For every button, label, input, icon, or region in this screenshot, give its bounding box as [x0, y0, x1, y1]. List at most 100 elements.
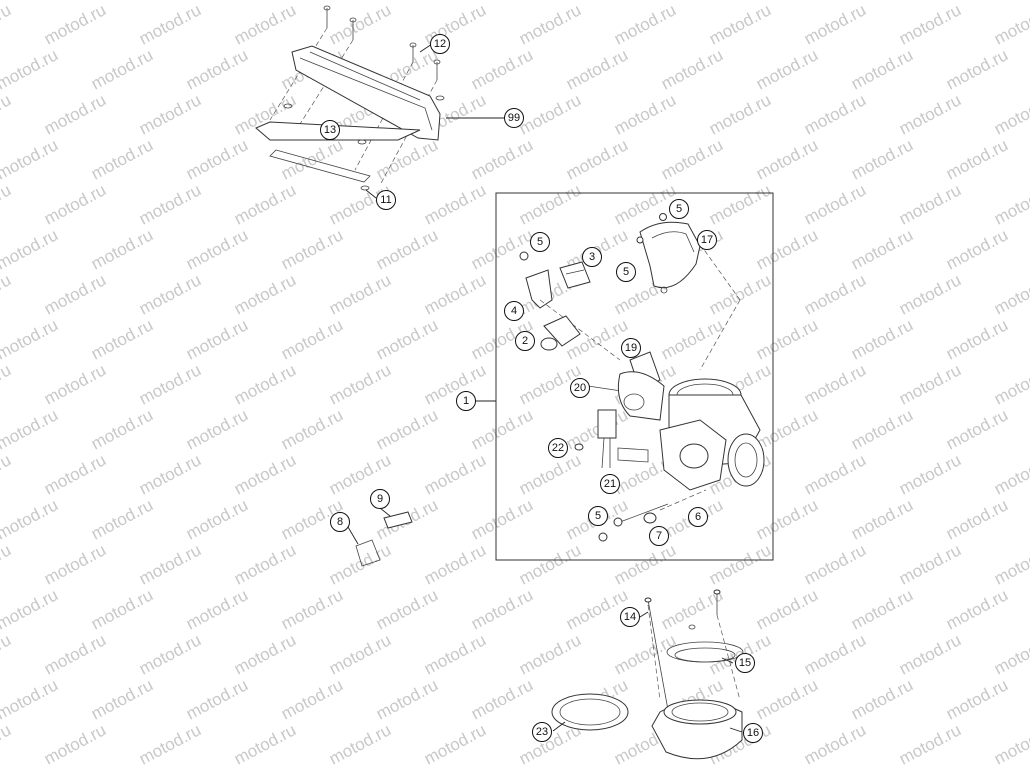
small-clip-parts — [347, 507, 413, 567]
watermark-text: motod.ru — [611, 540, 679, 588]
watermark-text: motod.ru — [658, 45, 726, 93]
watermark-text: motod.ru — [183, 315, 251, 363]
svg-text:23: 23 — [536, 726, 548, 738]
callout-8: 8 — [330, 512, 350, 532]
watermark-text: motod.ru — [326, 630, 394, 678]
watermark-text: motod.ru — [848, 495, 916, 543]
callout-5d: 5 — [588, 506, 608, 526]
watermark-text: motod.ru — [183, 45, 251, 93]
callout-6: 6 — [688, 507, 708, 527]
watermark-text: motod.ru — [468, 495, 536, 543]
watermark-text: motod.ru — [373, 315, 441, 363]
callout-15: 15 — [735, 653, 755, 673]
callout-9: 9 — [370, 489, 390, 509]
watermark-text: motod.ru — [991, 0, 1030, 48]
watermark-text: motod.ru — [41, 360, 109, 408]
watermark-text: motod.ru — [611, 0, 679, 48]
watermark-text: motod.ru — [611, 180, 679, 228]
watermark-text: motod.ru — [706, 90, 774, 138]
callout-2: 2 — [515, 331, 535, 351]
watermark-text: motod.ru — [88, 225, 156, 273]
watermark-text: motod.ru — [896, 360, 964, 408]
watermark-text: motod.ru — [278, 225, 346, 273]
watermark-text: motod.ru — [943, 45, 1011, 93]
watermark-text: motod.ru — [41, 0, 109, 48]
watermark-text: motod.ru — [0, 135, 61, 183]
watermark-text: motod.ru — [801, 90, 869, 138]
watermark-text: motod.ru — [896, 180, 964, 228]
callout-5b: 5 — [669, 199, 689, 219]
watermark-text: motod.ru — [0, 315, 61, 363]
watermark-text: motod.ru — [88, 405, 156, 453]
watermark-text: motod.ru — [943, 225, 1011, 273]
watermark-text: motod.ru — [278, 675, 346, 723]
watermark-text: motod.ru — [896, 720, 964, 768]
watermark-text: motod.ru — [991, 180, 1030, 228]
watermark-text: motod.ru — [0, 45, 61, 93]
svg-text:5: 5 — [676, 203, 682, 215]
watermark-text: motod.ru — [136, 0, 204, 48]
watermark-text: motod.ru — [563, 135, 631, 183]
watermark-text: motod.ru — [136, 360, 204, 408]
watermark-text: motod.ru — [801, 360, 869, 408]
watermark-text: motod.ru — [421, 540, 489, 588]
throttle-body-group-frame — [495, 192, 774, 561]
callout-3: 3 — [582, 247, 602, 267]
watermark-text: motod.ru — [801, 270, 869, 318]
watermark-text: motod.ru — [943, 495, 1011, 543]
watermark-text: motod.ru — [516, 540, 584, 588]
callout-14: 14 — [620, 607, 640, 627]
watermark-text: motod.ru — [468, 225, 536, 273]
callout-13: 13 — [320, 120, 340, 140]
watermark-text: motod.ru — [753, 45, 821, 93]
watermark-text: motod.ru — [326, 720, 394, 768]
watermark-text: motod.ru — [278, 135, 346, 183]
watermark-text: motod.ru — [88, 675, 156, 723]
watermark-text: motod.ru — [991, 720, 1030, 768]
watermark-text: motod.ru — [136, 630, 204, 678]
watermark-text: motod.ru — [991, 630, 1030, 678]
watermark-text: motod.ru — [516, 0, 584, 48]
watermark-text: motod.ru — [753, 315, 821, 363]
watermark-text: motod.ru — [183, 675, 251, 723]
watermark-text: motod.ru — [943, 315, 1011, 363]
watermark-text: motod.ru — [848, 45, 916, 93]
watermark-text: motod.ru — [278, 405, 346, 453]
watermark-text: motod.ru — [231, 360, 299, 408]
callout-17: 17 — [697, 230, 717, 250]
throttle-body-assembly — [519, 213, 765, 542]
watermark-text: motod.ru — [326, 0, 394, 48]
watermark-text: motod.ru — [658, 135, 726, 183]
callout-23: 23 — [532, 722, 552, 742]
watermark-text: motod.ru — [468, 135, 536, 183]
watermark-text: motod.ru — [136, 720, 204, 768]
callout-7: 7 — [649, 526, 669, 546]
watermark-text: motod.ru — [706, 540, 774, 588]
svg-text:8: 8 — [337, 516, 343, 528]
watermark-text: motod.ru — [0, 0, 61, 4]
watermark-text: motod.ru — [801, 180, 869, 228]
watermark-text: motod.ru — [373, 675, 441, 723]
watermark-text: motod.ru — [468, 675, 536, 723]
watermark-text: motod.ru — [658, 315, 726, 363]
watermark-text: motod.ru — [611, 630, 679, 678]
watermark-text: motod.ru — [896, 450, 964, 498]
svg-text:22: 22 — [552, 442, 564, 454]
watermark-text: motod.ru — [991, 450, 1030, 498]
watermark-text: motod.ru — [611, 90, 679, 138]
callout-12: 12 — [430, 34, 450, 54]
watermark-text: motod.ru — [801, 0, 869, 48]
watermark-text: motod.ru — [943, 675, 1011, 723]
svg-text:99: 99 — [508, 112, 520, 124]
watermark-text: motod.ru — [373, 585, 441, 633]
watermark-text: motod.ru — [231, 450, 299, 498]
watermark-text: motod.ru — [421, 180, 489, 228]
watermark-text: motod.ru — [468, 45, 536, 93]
watermark-text: motod.ru — [373, 135, 441, 183]
watermark-text: motod.ru — [516, 450, 584, 498]
watermark-text: motod.ru — [326, 360, 394, 408]
watermark-text: motod.ru — [516, 180, 584, 228]
svg-text:20: 20 — [574, 382, 586, 394]
watermark-text: motod.ru — [753, 675, 821, 723]
